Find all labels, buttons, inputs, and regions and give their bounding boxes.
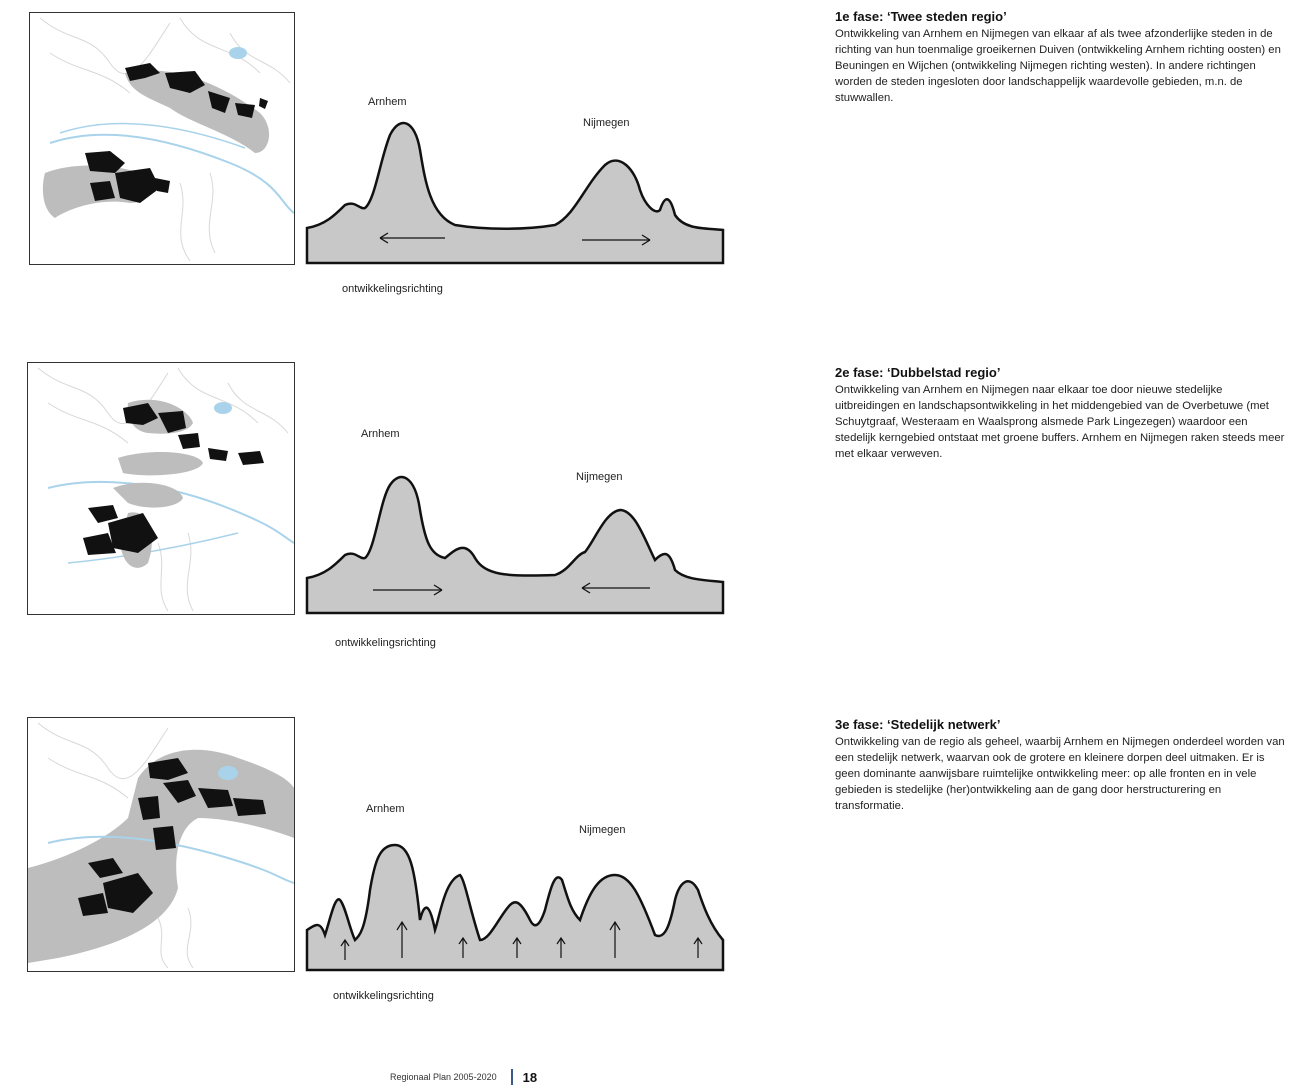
page-number: 18	[522, 1069, 538, 1085]
phase2-label-arnhem: Arnhem	[361, 428, 400, 440]
phase2-text: 2e fase: ‘Dubbelstad regio’ Ontwikkeling…	[835, 365, 1290, 462]
phase1-map-drawing	[39, 17, 294, 262]
phase1-profile-drawing	[305, 121, 725, 265]
phase3-profile	[305, 800, 725, 972]
phase1-body: Ontwikkeling van Arnhem en Nijmegen van …	[835, 28, 1281, 104]
phase2-profile	[305, 440, 725, 615]
phase1-label-nijmegen: Nijmegen	[583, 117, 630, 129]
footer-doc-title: Regionaal Plan 2005-2020	[390, 1072, 497, 1082]
phase2-direction-label: ontwikkelingsrichting	[335, 637, 436, 649]
phase2-profile-drawing	[305, 475, 725, 615]
phase2-map	[27, 362, 295, 615]
phase3-title: 3e fase: ‘Stedelijk netwerk’	[835, 717, 1001, 732]
phase1-text: 1e fase: ‘Twee steden regio’ Ontwikkelin…	[835, 9, 1290, 106]
phase3-map	[27, 717, 295, 972]
phase2-body: Ontwikkeling van Arnhem en Nijmegen naar…	[835, 384, 1285, 460]
phase3-body: Ontwikkeling van de regio als geheel, wa…	[835, 736, 1285, 812]
phase1-profile	[305, 90, 725, 265]
phase3-label-arnhem: Arnhem	[366, 803, 405, 815]
phase1-direction-label: ontwikkelingsrichting	[342, 283, 443, 295]
phase3-map-drawing	[28, 722, 294, 969]
footer-divider	[510, 1069, 513, 1085]
phase2-label-nijmegen: Nijmegen	[576, 471, 623, 483]
phase3-direction-label: ontwikkelingsrichting	[333, 990, 434, 1002]
phase3-profile-drawing	[305, 843, 725, 972]
phase3-text: 3e fase: ‘Stedelijk netwerk’ Ontwikkelin…	[835, 717, 1290, 814]
phase3-label-nijmegen: Nijmegen	[579, 824, 626, 836]
phase2-map-drawing	[37, 367, 294, 612]
phase1-label-arnhem: Arnhem	[368, 96, 407, 108]
page-footer: Regionaal Plan 2005-2020 18	[390, 1069, 537, 1085]
phase1-title: 1e fase: ‘Twee steden regio’	[835, 9, 1007, 24]
phase2-title: 2e fase: ‘Dubbelstad regio’	[835, 365, 1001, 380]
phase1-map	[29, 12, 295, 265]
